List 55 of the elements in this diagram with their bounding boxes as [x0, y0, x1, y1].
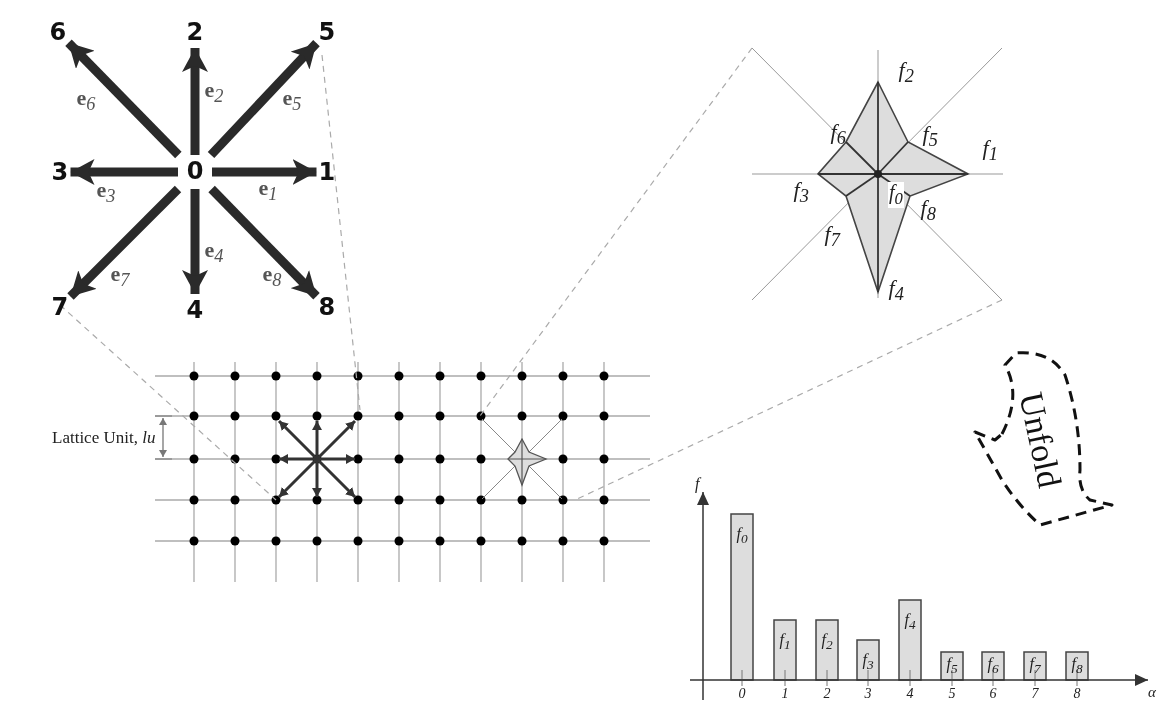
arrow [212, 159, 317, 185]
direction-number: 8 [318, 293, 336, 321]
tick-label: 1 [781, 687, 789, 701]
direction-number: 4 [186, 296, 204, 324]
edge-label: e$_{7}$ [110, 262, 130, 290]
direction-number: 5 [318, 18, 336, 46]
direction-number: 2 [186, 18, 204, 46]
arrow [65, 39, 182, 159]
direction-number: 1 [318, 158, 336, 186]
tick-label: 0 [738, 687, 746, 701]
bar-label: f$_{1}$ [779, 632, 791, 652]
symbol-label: f$_{4}$ [888, 276, 904, 304]
edge-label: e$_{2}$ [204, 78, 224, 106]
bar-label: f$_{7}$ [1029, 656, 1041, 676]
edge-label: e$_{4}$ [204, 238, 224, 266]
bar-label: f$_{6}$ [987, 656, 999, 676]
arrow [208, 185, 320, 300]
direction-number: 7 [51, 293, 69, 321]
arrow [70, 159, 178, 185]
tick-label: 4 [906, 687, 914, 701]
edge-label: e$_{6}$ [76, 86, 96, 114]
axis-label: f [695, 476, 700, 492]
axis-label: α [1148, 684, 1156, 700]
tick-label: 8 [1073, 687, 1081, 701]
symbol-label: f$_{7}$ [824, 222, 840, 250]
symbol-label: f$_{6}$ [830, 120, 846, 148]
symbol-label: f$_{8}$ [920, 196, 936, 224]
tick-label: 5 [948, 687, 956, 701]
dimension-label: Lattice Unit, lu [52, 428, 156, 446]
symbol-label: f$_{3}$ [793, 178, 809, 206]
arrow-label: Unfold [1013, 389, 1067, 491]
bar-label: f$_{2}$ [821, 632, 833, 652]
bar-label: f$_{4}$ [904, 612, 916, 632]
arrow [67, 185, 182, 300]
symbol-label: f$_{0}$ [888, 182, 904, 208]
symbol-label: f$_{2}$ [898, 58, 914, 86]
direction-number: 3 [51, 158, 69, 186]
bar-label: f$_{0}$ [736, 526, 748, 546]
symbol-label: f$_{5}$ [922, 122, 938, 150]
direction-number: 6 [49, 18, 67, 46]
arrow [182, 48, 208, 155]
bar-label: f$_{3}$ [862, 652, 874, 672]
tick-label: 2 [823, 687, 831, 701]
bar-label: f$_{5}$ [946, 656, 958, 676]
symbol-label: f$_{1}$ [982, 136, 998, 164]
edge-label: e$_{8}$ [262, 262, 282, 290]
edge-label: e$_{5}$ [282, 86, 302, 114]
tick-label: 6 [989, 687, 997, 701]
tick-label: 7 [1031, 687, 1039, 701]
arrow [207, 40, 320, 159]
edge-label: e$_{3}$ [96, 178, 116, 206]
bar-label: f$_{8}$ [1071, 656, 1083, 676]
tick-label: 3 [864, 687, 872, 701]
edge-label: e$_{1}$ [258, 176, 278, 204]
arrow [182, 189, 208, 294]
